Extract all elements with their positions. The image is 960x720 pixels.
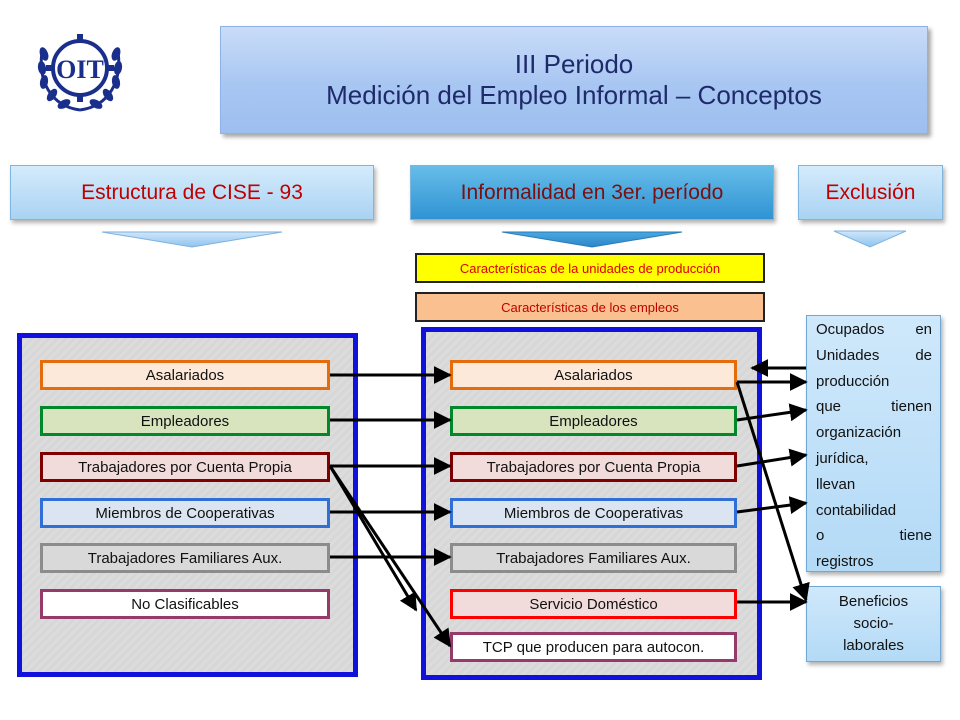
- header-cise: Estructura de CISE - 93: [10, 165, 374, 220]
- exclusion-word: en: [915, 321, 932, 338]
- page-title: III Periodo Medición del Empleo Informal…: [220, 26, 928, 134]
- cise-category-item: Trabajadores por Cuenta Propia: [40, 452, 330, 482]
- header-informalidad: Informalidad en 3er. período: [410, 165, 774, 220]
- informalidad-category-item: Trabajadores Familiares Aux.: [450, 543, 737, 573]
- logo-text: OIT: [56, 55, 104, 84]
- exclusion-text-line: jurídica,: [816, 446, 932, 472]
- title-line-2: Medición del Empleo Informal – Conceptos: [326, 80, 822, 110]
- exclusion-text-line: Unidades de: [816, 343, 932, 369]
- exclusion-word: Ocupados: [816, 321, 885, 338]
- down-arrow-left: [101, 231, 283, 248]
- exclusion-word: tienen: [891, 398, 932, 416]
- informalidad-category-item: Servicio Doméstico: [450, 589, 737, 619]
- cise-category-item: Trabajadores Familiares Aux.: [40, 543, 330, 573]
- exclusion-text-line: Ocupados en: [816, 317, 932, 343]
- exclusion-word: que: [816, 398, 842, 416]
- exclusion-box-benefits: Beneficios socio-laborales: [806, 586, 941, 662]
- exclusion-text-line: contabilidad: [816, 498, 932, 524]
- exclusion-word: jurídica,: [816, 449, 869, 467]
- down-arrow-center: [501, 231, 683, 248]
- informalidad-category-item: Miembros de Cooperativas: [450, 498, 737, 528]
- oit-logo: OIT: [37, 34, 123, 112]
- benefits-text-line: Beneficios: [838, 593, 909, 610]
- exclusion-word: o: [816, 527, 825, 545]
- exclusion-word: contabilidad: [816, 501, 897, 519]
- exclusion-word: organización: [816, 424, 902, 442]
- cise-category-item: No Clasificables: [40, 589, 330, 619]
- exclusion-text-line: producción: [816, 369, 932, 395]
- cise-category-item: Miembros de Cooperativas: [40, 498, 330, 528]
- informalidad-category-item: Empleadores: [450, 406, 737, 436]
- informalidad-category-item: Trabajadores por Cuenta Propia: [450, 452, 737, 482]
- characteristics-units: Características de la unidades de produc…: [415, 253, 765, 283]
- exclusion-text-line: que tienen: [816, 394, 932, 420]
- exclusion-word: de: [915, 346, 932, 364]
- title-line-1: III Periodo: [514, 48, 634, 79]
- exclusion-text-line: o tiene: [816, 523, 932, 549]
- cise-category-item: Empleadores: [40, 406, 330, 436]
- informalidad-category-item: TCP que producen para autocon.: [450, 632, 737, 662]
- exclusion-word: Unidades: [816, 346, 880, 364]
- exclusion-text-line: llevan: [816, 472, 932, 498]
- characteristics-jobs: Características de los empleos: [415, 292, 765, 322]
- informalidad-category-item: Asalariados: [450, 360, 737, 390]
- exclusion-word: llevan: [816, 475, 856, 493]
- benefits-text-line: socio-: [853, 615, 894, 632]
- cise-category-item: Asalariados: [40, 360, 330, 390]
- down-arrow-right: [833, 230, 907, 248]
- header-exclusion: Exclusión: [798, 165, 943, 220]
- benefits-text-line: laborales: [843, 637, 904, 654]
- exclusion-word: registros: [816, 553, 874, 571]
- exclusion-text-line: registros: [816, 549, 932, 575]
- exclusion-word: producción: [816, 372, 890, 390]
- exclusion-text-line: organización: [816, 420, 932, 446]
- exclusion-word: tiene: [899, 527, 932, 545]
